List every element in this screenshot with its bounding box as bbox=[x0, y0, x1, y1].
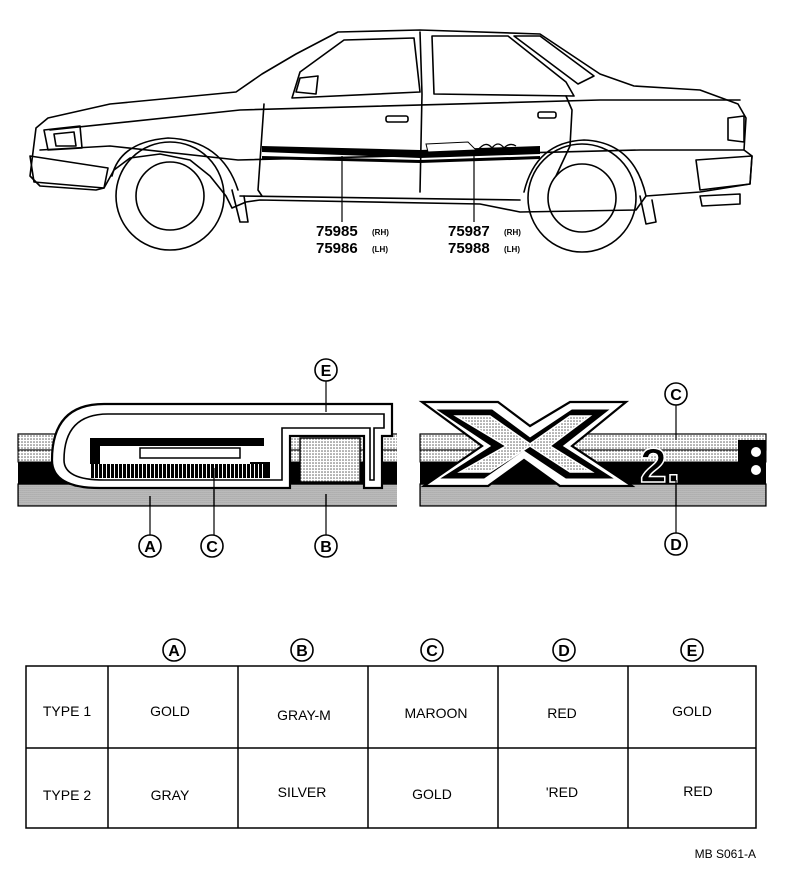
callout-leaders bbox=[149, 380, 677, 538]
car-mirror bbox=[295, 75, 319, 95]
svg-text:E: E bbox=[321, 363, 332, 380]
part-number-rh: 75987 bbox=[448, 223, 490, 240]
table-cell: GOLD bbox=[672, 703, 712, 719]
belt-line bbox=[49, 99, 741, 131]
stripe-front bbox=[262, 146, 420, 158]
callout-c-right: C bbox=[664, 382, 688, 406]
door-split-line bbox=[419, 31, 423, 193]
part-number-rh: 75985 bbox=[316, 223, 358, 240]
svg-text:E: E bbox=[687, 643, 698, 660]
headlight bbox=[43, 125, 83, 151]
rear-mud-flap bbox=[639, 195, 657, 225]
column-header-e: E bbox=[680, 638, 704, 662]
callout-a: A bbox=[138, 534, 162, 558]
svg-text:C: C bbox=[206, 539, 218, 556]
rear-lamp bbox=[727, 115, 745, 143]
table-cell: GOLD bbox=[412, 786, 452, 802]
car-c-pillar-window bbox=[513, 35, 595, 85]
car-side-view bbox=[29, 29, 753, 253]
rocker-panel bbox=[239, 195, 521, 201]
diagram-code: MB S061-A bbox=[695, 847, 756, 861]
table-cell: GRAY bbox=[151, 787, 190, 803]
table-cell: RED bbox=[683, 783, 713, 799]
headlight-lens bbox=[53, 131, 77, 147]
svg-text:D: D bbox=[670, 537, 682, 554]
table-cell: MAROON bbox=[405, 705, 468, 721]
stripe-script bbox=[477, 143, 517, 151]
svg-text:B: B bbox=[296, 643, 308, 660]
rear-wheel-arch bbox=[523, 139, 647, 197]
table-cell: SILVER bbox=[278, 784, 327, 800]
callout-d: D bbox=[664, 532, 688, 556]
front-door-line bbox=[257, 103, 265, 197]
stripe-band-c bbox=[90, 464, 266, 478]
front-wheel-arch bbox=[111, 137, 239, 191]
stripe-front-lower bbox=[262, 156, 420, 163]
car-rear-window bbox=[431, 35, 575, 97]
svg-text:B: B bbox=[320, 539, 332, 556]
gt-inner-outline bbox=[63, 413, 385, 481]
stripe-band-lower-right bbox=[419, 483, 767, 507]
g-letter-slot bbox=[139, 447, 241, 459]
stripe-emblem bbox=[425, 141, 478, 153]
x-letter-inner bbox=[453, 415, 595, 473]
column-header-d: D bbox=[552, 638, 576, 662]
callout-b: B bbox=[314, 534, 338, 558]
part-side-lh: (LH) bbox=[372, 245, 388, 254]
eight-hole-top bbox=[751, 447, 761, 457]
svg-text:A: A bbox=[168, 643, 180, 660]
emblem-left-section bbox=[17, 402, 399, 507]
eight-hole-bottom bbox=[751, 465, 761, 475]
front-door-handle bbox=[385, 115, 409, 123]
table-grid bbox=[25, 665, 757, 829]
part-number-lh: 75988 bbox=[448, 240, 490, 257]
part-number-lh: 75986 bbox=[316, 240, 358, 257]
table-row: TYPE 1 GOLD GRAY-M MAROON RED GOLD bbox=[43, 703, 712, 723]
exhaust bbox=[699, 193, 741, 207]
svg-text:D: D bbox=[558, 643, 570, 660]
t-letter-stem bbox=[299, 437, 361, 483]
engine-badge-glyph: 2. bbox=[640, 440, 680, 493]
part-number-group-1: 75985 (RH) 75986 (LH) bbox=[316, 223, 389, 257]
car-body-outline bbox=[29, 29, 753, 213]
part-side-rh: (RH) bbox=[372, 228, 389, 237]
part-side-rh: (RH) bbox=[504, 228, 521, 237]
front-bumper bbox=[29, 155, 109, 189]
color-table: A B C D E TYPE 1 bbox=[25, 638, 757, 829]
body-crease bbox=[39, 145, 745, 161]
emblem-right-section: 2. bbox=[418, 400, 767, 507]
table-cell: RED bbox=[547, 705, 577, 721]
row-label: TYPE 1 bbox=[43, 703, 91, 719]
front-wheel bbox=[135, 161, 205, 231]
svg-text:C: C bbox=[426, 643, 438, 660]
row-label: TYPE 2 bbox=[43, 787, 91, 803]
table-cell: GOLD bbox=[150, 703, 190, 719]
svg-text:A: A bbox=[144, 539, 156, 556]
stripe-rear-lower bbox=[420, 156, 540, 163]
rear-wheel bbox=[547, 163, 617, 233]
callout-c-left: C bbox=[200, 534, 224, 558]
column-header-a: A bbox=[162, 638, 186, 662]
part-side-lh: (LH) bbox=[504, 245, 520, 254]
side-stripe bbox=[262, 141, 540, 163]
column-header-c: C bbox=[420, 638, 444, 662]
engine-badge-eight-partial bbox=[738, 440, 766, 482]
rear-door-line bbox=[555, 95, 573, 177]
column-header-b: B bbox=[290, 638, 314, 662]
car-window-frame bbox=[291, 37, 421, 99]
rear-door-handle bbox=[537, 111, 557, 119]
svg-text:C: C bbox=[670, 387, 682, 404]
front-tire bbox=[115, 141, 225, 251]
callout-e: E bbox=[314, 358, 338, 382]
table-cell: GRAY-M bbox=[277, 707, 331, 723]
front-mud-flap bbox=[231, 189, 249, 223]
rear-tire bbox=[527, 143, 637, 253]
table-cell: 'RED bbox=[546, 784, 578, 800]
rear-bumper bbox=[695, 155, 753, 191]
part-number-group-2: 75987 (RH) 75988 (LH) bbox=[448, 223, 521, 257]
table-row: TYPE 2 GRAY SILVER GOLD 'RED RED bbox=[43, 783, 713, 803]
